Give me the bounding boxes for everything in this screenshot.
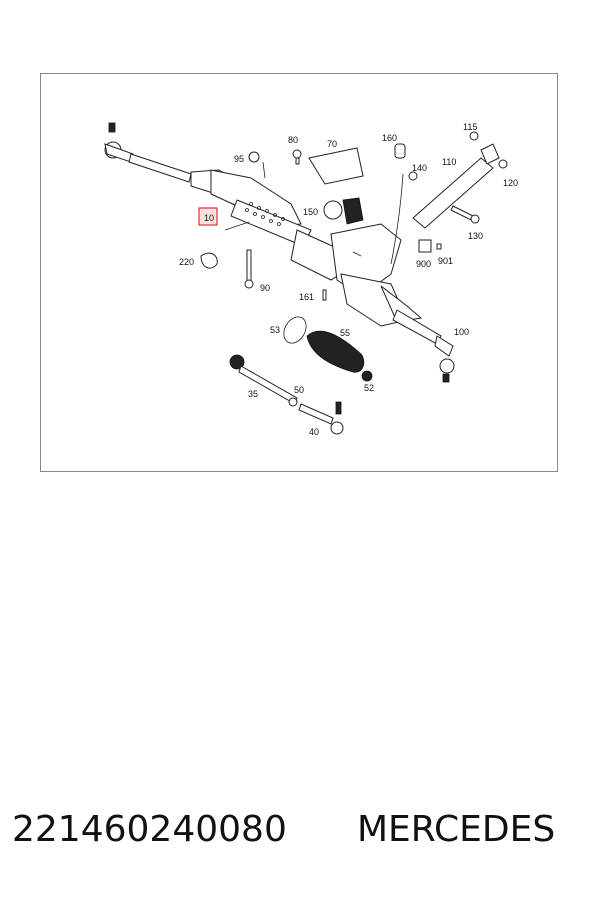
bellows-55 bbox=[306, 330, 365, 373]
clamp-53 bbox=[283, 316, 307, 344]
screw-80 bbox=[292, 149, 302, 165]
label-130: 130 bbox=[468, 231, 483, 241]
nut-50 bbox=[288, 397, 298, 407]
label-40: 40 bbox=[309, 427, 319, 437]
label-160: 160 bbox=[382, 133, 397, 143]
label-70: 70 bbox=[327, 139, 337, 149]
bracket-70 bbox=[308, 147, 364, 185]
pin-901 bbox=[436, 243, 442, 250]
connector-900 bbox=[418, 239, 432, 253]
inner-tie-rod-35 bbox=[229, 354, 298, 405]
sensor-150 bbox=[323, 197, 364, 225]
leader-lines bbox=[224, 161, 362, 257]
screw-161 bbox=[322, 289, 327, 301]
part-caption: 221460240080 MERCEDES bbox=[0, 803, 600, 863]
label-53: 53 bbox=[270, 325, 280, 335]
brand-name: MERCEDES bbox=[357, 809, 556, 850]
label-900: 900 bbox=[416, 259, 431, 269]
label-150: 150 bbox=[303, 207, 318, 217]
highlight-box-10 bbox=[198, 207, 218, 226]
label-901: 901 bbox=[438, 256, 453, 266]
label-80: 80 bbox=[288, 135, 298, 145]
left-tie-rod-end bbox=[104, 122, 192, 183]
steering-rack-exploded-view: 10 80 70 160 115 95 110 140 120 150 130 … bbox=[104, 122, 518, 437]
label-115: 115 bbox=[463, 122, 477, 132]
bolt-115 bbox=[469, 131, 479, 141]
clip-220 bbox=[200, 252, 218, 269]
bolt-90 bbox=[244, 249, 254, 289]
label-50: 50 bbox=[294, 385, 304, 395]
bolt-130 bbox=[450, 205, 480, 224]
label-220: 220 bbox=[179, 257, 194, 267]
sleeve-160 bbox=[394, 143, 406, 159]
label-161: 161 bbox=[299, 292, 314, 302]
rack-housing-dimples bbox=[245, 202, 285, 226]
cable-160 bbox=[390, 173, 404, 265]
label-52: 52 bbox=[364, 383, 374, 393]
label-95: 95 bbox=[234, 154, 244, 164]
right-tie-rod-end bbox=[392, 309, 455, 383]
parts-diagram-frame: 10 80 70 160 115 95 110 140 120 150 130 … bbox=[40, 73, 558, 472]
clamp-52 bbox=[361, 370, 373, 382]
steering-shaft-110 bbox=[412, 143, 500, 229]
steering-rack-housing bbox=[190, 169, 423, 327]
label-100: 100 bbox=[454, 327, 469, 337]
bolt-120 bbox=[498, 159, 508, 169]
label-140: 140 bbox=[412, 163, 427, 173]
part-number: 221460240080 bbox=[12, 809, 287, 850]
label-110: 110 bbox=[442, 157, 456, 167]
outer-tie-rod-40 bbox=[298, 401, 344, 435]
label-90: 90 bbox=[260, 283, 270, 293]
label-120: 120 bbox=[503, 178, 518, 188]
nut-140 bbox=[408, 171, 418, 181]
label-10: 10 bbox=[204, 213, 214, 223]
bolt-95 bbox=[248, 151, 260, 163]
label-35: 35 bbox=[248, 389, 258, 399]
label-55: 55 bbox=[340, 328, 350, 338]
